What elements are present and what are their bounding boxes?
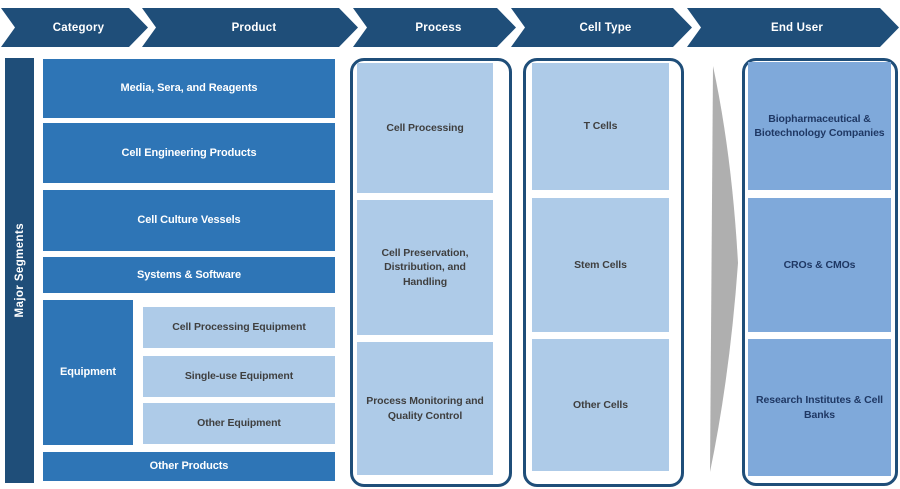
major-segments-bar: Major Segments (5, 58, 34, 483)
box-label: Media, Sera, and Reagents (120, 82, 258, 95)
equipment-sub-cell-processing: Cell Processing Equipment (143, 307, 335, 348)
box-label: Stem Cells (574, 258, 627, 271)
product-box-cell-engineering: Cell Engineering Products (43, 123, 335, 183)
box-label: Other Cells (573, 398, 628, 411)
process-box-cell-processing: Cell Processing (357, 63, 493, 193)
product-box-other-products: Other Products (43, 452, 335, 481)
major-segments-label: Major Segments (13, 223, 26, 318)
celltype-box-other-cells: Other Cells (532, 339, 669, 471)
equipment-sub-other: Other Equipment (143, 403, 335, 444)
box-label: Other Equipment (197, 417, 281, 430)
celltype-box-stem-cells: Stem Cells (532, 198, 669, 332)
header-step-label: End User (770, 21, 824, 34)
product-box-systems-software: Systems & Software (43, 257, 335, 293)
product-box-cell-culture-vessels: Cell Culture Vessels (43, 190, 335, 251)
box-label: Systems & Software (137, 268, 241, 281)
flow-arrow-icon (710, 66, 738, 472)
product-box-equipment: Equipment (43, 300, 133, 445)
header-step-category: Category (1, 8, 148, 47)
product-box-media-sera-reagents: Media, Sera, and Reagents (43, 59, 335, 118)
enduser-box-research: Research Institutes & Cell Banks (748, 339, 891, 476)
celltype-box-t-cells: T Cells (532, 63, 669, 190)
box-label: CROs & CMOs (783, 258, 856, 271)
equipment-sub-single-use: Single-use Equipment (143, 356, 335, 397)
box-label: Cell Culture Vessels (137, 214, 241, 227)
box-label: Other Products (149, 460, 229, 473)
process-box-preservation: Cell Preservation, Distribution, and Han… (357, 200, 493, 335)
box-label: Cell Preservation, Distribution, and Han… (381, 247, 469, 288)
box-label: Cell Engineering Products (121, 146, 257, 159)
header-step-label: Product (231, 21, 277, 34)
box-label: Equipment (60, 366, 116, 379)
enduser-box-biopharma: Biopharmaceutical & Biotechnology Compan… (748, 62, 891, 190)
box-label: Biopharmaceutical & Biotechnology Compan… (754, 112, 885, 139)
header-step-process: Process (353, 8, 516, 47)
box-label: Single-use Equipment (184, 370, 294, 383)
header-step-cell-type: Cell Type (511, 8, 692, 47)
box-label: Process Monitoring and Quality Control (366, 395, 484, 422)
header-step-label: Process (415, 21, 462, 34)
process-box-monitoring: Process Monitoring and Quality Control (357, 342, 493, 475)
box-label: Research Institutes & Cell Banks (756, 394, 883, 421)
header-step-end-user: End User (687, 8, 899, 47)
box-label: T Cells (583, 120, 618, 133)
box-label: Cell Processing Equipment (172, 321, 306, 334)
header-step-label: Cell Type (579, 21, 632, 34)
box-label: Cell Processing (386, 121, 464, 134)
enduser-box-cro-cmo: CROs & CMOs (748, 198, 891, 332)
header-step-product: Product (142, 8, 358, 47)
header-step-label: Category (52, 21, 105, 34)
